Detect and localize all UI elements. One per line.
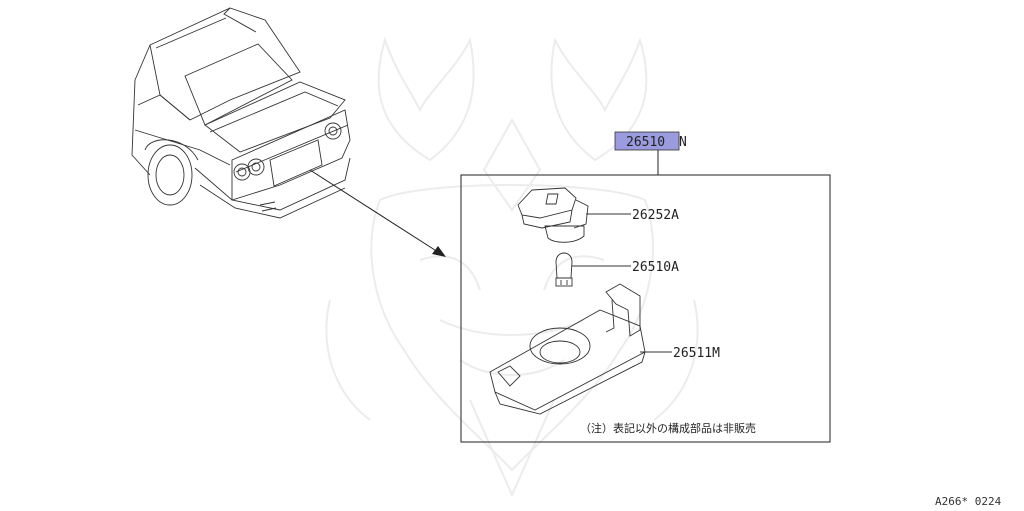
- socket-part: [517, 187, 631, 243]
- housing-part: [489, 283, 672, 415]
- callout-socket[interactable]: 26252A: [632, 208, 679, 223]
- inset-frame: [460, 174, 831, 443]
- bulb-part: [555, 252, 631, 287]
- callout-bulb[interactable]: 26510A: [632, 260, 679, 275]
- vehicle-illustration: [131, 7, 351, 219]
- pointer-arrow: [309, 169, 446, 257]
- callout-housing[interactable]: 26511M: [673, 346, 720, 361]
- callout-main-suffix: N: [679, 135, 687, 150]
- callout-main[interactable]: 26510 N: [614, 131, 687, 175]
- figure-code: A266* 0224: [935, 495, 1002, 508]
- callout-main-highlight: [614, 131, 680, 151]
- watermark-emblem: [325, 36, 699, 498]
- callout-main-number[interactable]: 26510: [626, 135, 665, 150]
- parts-note: （注）表記以外の構成部品は非販売: [580, 421, 756, 435]
